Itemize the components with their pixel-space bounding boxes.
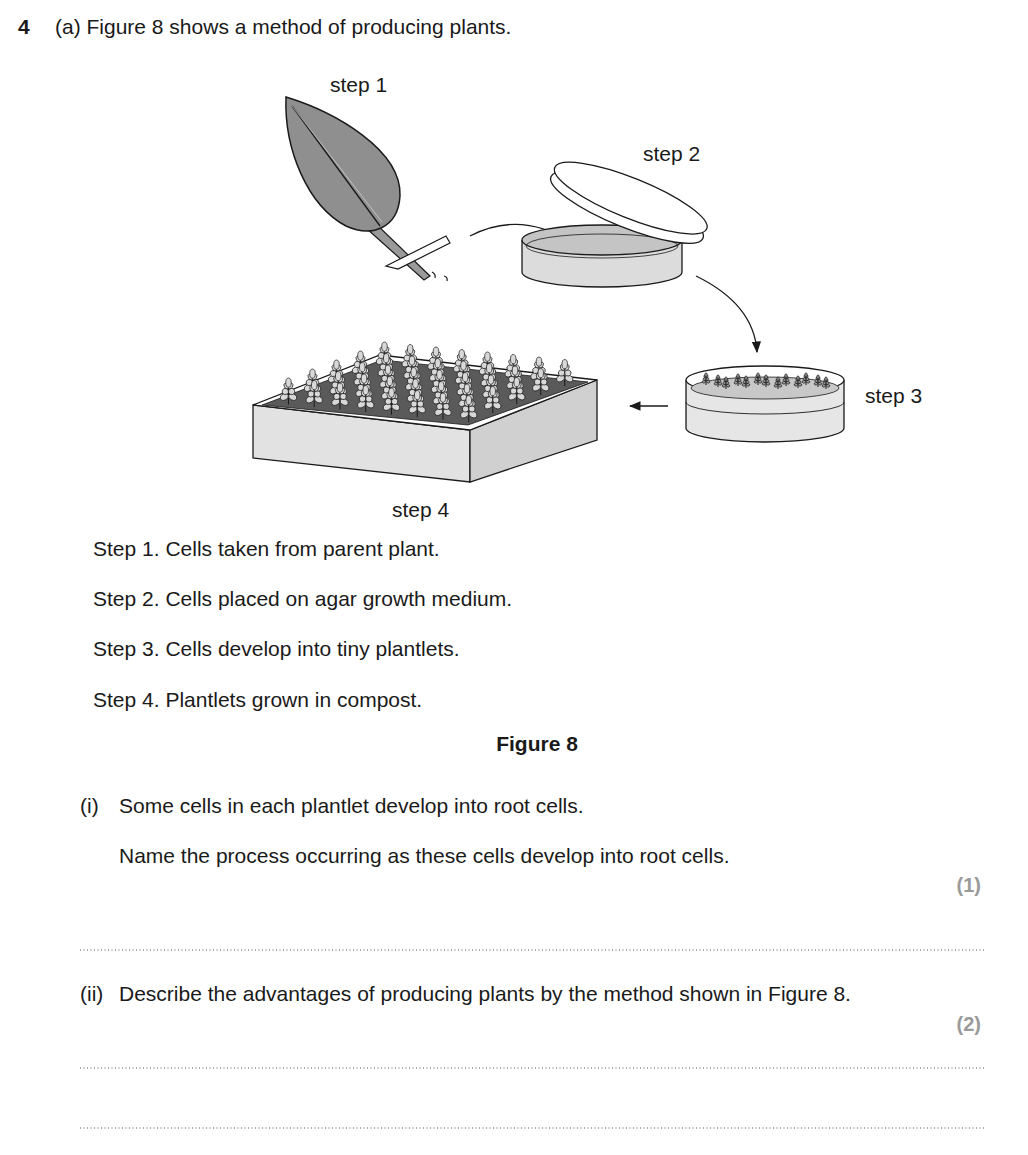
question-text: Some cells in each plantlet develop into… xyxy=(119,793,584,819)
figure-caption: Figure 8 xyxy=(496,731,578,757)
plantlet-symbol xyxy=(507,378,526,405)
part-number: (i) xyxy=(80,793,99,819)
plantlet-symbol xyxy=(774,377,783,389)
step-description: Step 2. Cells placed on agar growth medi… xyxy=(93,586,512,612)
step-label: step 2 xyxy=(643,141,700,167)
plantlet-symbol xyxy=(434,393,453,420)
plantlet-symbol xyxy=(702,373,711,385)
plantlet-symbol xyxy=(356,386,375,413)
plantlet-symbol xyxy=(762,375,771,387)
step-description: Step 1. Cells taken from parent plant. xyxy=(93,536,440,562)
compost-tray xyxy=(253,342,597,482)
process-arrow xyxy=(630,405,668,406)
step-label: step 4 xyxy=(392,497,449,523)
step-description: Step 3. Cells develop into tiny plantlet… xyxy=(93,636,460,662)
question-text: Describe the advantages of producing pla… xyxy=(119,981,851,1007)
step-label: step 3 xyxy=(865,383,922,409)
process-arrow xyxy=(696,276,757,352)
question-text: Name the process occurring as these cell… xyxy=(119,843,729,869)
plantlet-symbol xyxy=(754,373,763,385)
plantlet-symbol xyxy=(305,381,324,408)
part-number: (ii) xyxy=(80,981,103,1007)
plantlet-symbol xyxy=(408,391,427,418)
mark-allocation: (2) xyxy=(957,1011,981,1037)
plantlet-symbol xyxy=(802,373,811,385)
plantlet-symbol xyxy=(382,388,401,415)
plantlet-symbol xyxy=(331,383,350,410)
petri-dish-agar xyxy=(522,149,714,287)
question-number: 4 xyxy=(18,14,30,40)
plantlet-symbol xyxy=(459,396,478,423)
plantlet-symbol xyxy=(279,378,298,405)
plantlet-symbol xyxy=(782,374,791,386)
plantlet-symbol xyxy=(822,377,831,389)
step-label: step 1 xyxy=(330,72,387,98)
step-description: Step 4. Plantlets grown in compost. xyxy=(93,687,422,713)
plantlet-symbol xyxy=(555,360,574,387)
plantlet-symbol xyxy=(814,375,823,387)
question-stem: (a) Figure 8 shows a method of producing… xyxy=(55,14,511,40)
plantlet-symbol xyxy=(714,375,723,387)
leaf-cutting xyxy=(286,97,450,281)
plantlet-symbol xyxy=(722,377,731,389)
plantlet-symbol xyxy=(742,376,751,388)
plantlet-symbol xyxy=(794,376,803,388)
mark-allocation: (1) xyxy=(957,872,981,898)
petri-dish-plantlets xyxy=(686,366,844,442)
plantlet-symbol xyxy=(734,374,743,386)
plantlet-symbol xyxy=(483,387,502,414)
plantlet-symbol xyxy=(531,369,550,396)
answer-lines xyxy=(80,950,985,1128)
